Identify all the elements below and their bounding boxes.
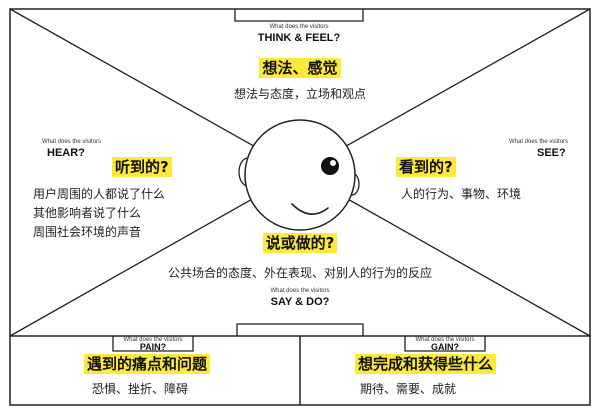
pain-label: PAIN? [139,342,167,352]
pain-tab [112,336,194,352]
think-desc: 想法与态度，立场和观点 [233,87,366,101]
say-hint: What does the visitors [270,288,330,294]
see-hint: What does the visitors [509,139,569,145]
hear-line-3: 周围社会环境的声音 [33,225,142,239]
head-mouth [291,203,329,215]
say-desc: 公共场合的态度、外在表现、对别人的行为的反应 [167,266,432,280]
pain-desc: 恐惧、挫折、障碍 [92,382,189,396]
diagonal-top-right [299,8,591,173]
say-title: 说或做的? [262,233,338,253]
think-tab [234,9,364,22]
gain-tab [404,336,486,352]
see-title: 看到的? [396,157,456,177]
gain-label: GAIN? [431,342,459,352]
head-eye-highlight [330,160,336,166]
see-label: SEE? [537,147,566,159]
say-label: SAY & DO? [270,296,330,308]
hear-line-1: 用户周围的人都说了什么 [33,187,166,201]
head-eye [321,157,339,175]
hear-title: 听到的? [112,157,172,177]
gain-hint: What does the visitors [415,337,475,343]
diagonal-top-left [9,8,301,173]
think-hint: What does the visitors [269,24,329,30]
think-title: 想法、感觉 [259,58,341,78]
hear-line-2: 其他影响者说了什么 [33,206,142,220]
think-label: THINK & FEEL? [257,32,341,44]
see-desc: 人的行为、事物、环境 [401,187,522,201]
gain-title: 想完成和获得些什么 [355,354,497,374]
pain-hint: What does the visitors [123,337,183,343]
say-tab [236,323,364,336]
hear-hint: What does the visitors [42,139,102,145]
head-face [244,119,356,231]
gain-desc: 期待、需要、成就 [360,382,457,396]
hear-label: HEAR? [47,147,85,159]
pain-title: 遇到的痛点和问题 [84,354,211,374]
